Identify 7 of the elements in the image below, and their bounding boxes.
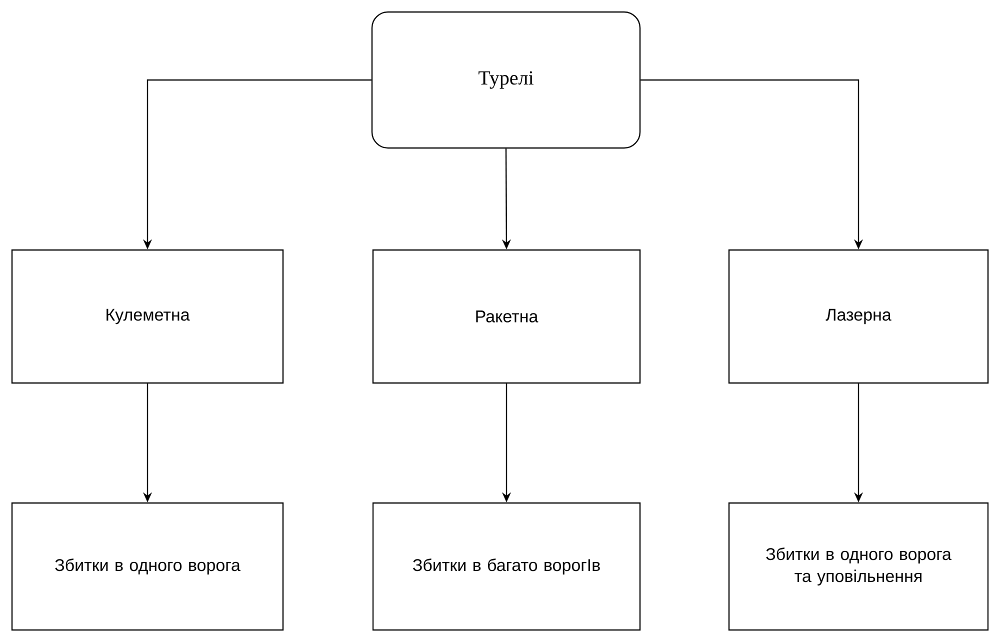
process-box: Кулеметна: [11, 249, 284, 384]
process-box: Ракетна: [372, 249, 641, 384]
rounded-box: Турелі: [371, 11, 641, 149]
process-box: Збитки в одного ворога та уповільнення: [728, 502, 989, 631]
process-box: Лазерна: [728, 249, 989, 384]
process-box: Збитки в одного ворога: [11, 502, 284, 631]
process-box: Збитки в багато ворогІв: [372, 502, 641, 631]
